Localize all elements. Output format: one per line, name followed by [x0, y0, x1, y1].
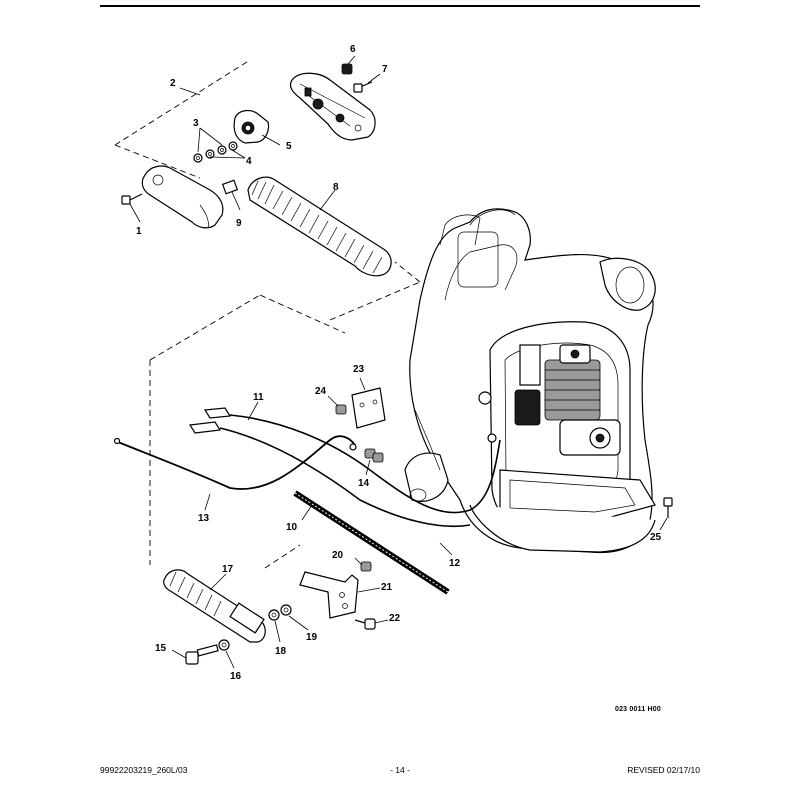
- part-9-pad: [221, 179, 239, 195]
- part-1-screw: [121, 193, 143, 205]
- callout-24: 24: [315, 386, 327, 397]
- part-7-screw: [353, 81, 373, 93]
- callout-13: 13: [198, 513, 210, 524]
- part-18-washer: [268, 609, 280, 621]
- revision-date: REVISED 02/17/10: [627, 765, 700, 775]
- part-21-bracket: [299, 571, 359, 619]
- callout-20: 20: [332, 550, 344, 561]
- callout-1: 1: [136, 226, 142, 237]
- callout-10: 10: [286, 522, 298, 533]
- part-1-throttle-handle: [141, 165, 224, 229]
- callout-labels: 1 2 3 4 5 6 7 8 9 10 11 12 13 14 15 16 1…: [136, 44, 662, 682]
- callout-12: 12: [449, 558, 461, 569]
- blower-housing: [404, 208, 656, 554]
- assembly-outline-lower: [149, 294, 346, 569]
- engine-crankcase: [514, 344, 621, 456]
- callout-2: 2: [170, 78, 176, 89]
- callout-6: 6: [350, 44, 356, 55]
- parts-3-4-washers: [193, 141, 238, 163]
- callout-23: 23: [353, 364, 365, 375]
- part-17-tube-fitting: [163, 569, 266, 643]
- callout-5: 5: [286, 141, 292, 152]
- callout-14: 14: [358, 478, 370, 489]
- callout-8: 8: [333, 182, 339, 193]
- part-2-handle-housing: [289, 72, 376, 141]
- callout-17: 17: [222, 564, 234, 575]
- part-16-washer: [218, 639, 230, 651]
- part-14-nuts: [364, 448, 384, 463]
- part-11-cable-ends: [188, 407, 232, 434]
- part-13-stop-cable: [113, 435, 357, 490]
- callout-15: 15: [155, 643, 167, 654]
- part-6-nut: [341, 63, 353, 75]
- callout-9: 9: [236, 218, 242, 229]
- part-25-screw: [663, 497, 673, 518]
- part-20-nut: [360, 561, 372, 572]
- callout-21: 21: [381, 582, 393, 593]
- document-number: 99922203219_260L/03: [100, 765, 188, 775]
- callout-22: 22: [389, 613, 401, 624]
- page-number: - 14 -: [390, 765, 410, 775]
- drawing-code: 023 0011 H00: [615, 706, 661, 713]
- part-22-screw: [354, 618, 376, 630]
- top-rule: [100, 5, 700, 7]
- part-23-plate: [351, 387, 386, 429]
- engine-cylinder: [544, 344, 601, 421]
- part-10-threaded-rod: [293, 490, 450, 595]
- part-5-control-switch: [233, 109, 270, 144]
- part-24-nut: [335, 404, 347, 415]
- part-19-washer: [280, 604, 292, 616]
- assembly-outline-upper: [114, 59, 421, 321]
- part-8-flex-tube: [247, 176, 392, 277]
- part-12-throttle-cable: [219, 414, 501, 528]
- leader-lines: [129, 55, 668, 669]
- callout-7: 7: [382, 64, 388, 75]
- callout-11: 11: [253, 392, 264, 403]
- callout-19: 19: [306, 632, 318, 643]
- part-15-bolt: [185, 644, 219, 665]
- callout-16: 16: [230, 671, 242, 682]
- callout-3: 3: [193, 118, 199, 129]
- callout-18: 18: [275, 646, 287, 657]
- callout-25: 25: [650, 532, 662, 543]
- callout-4: 4: [246, 156, 252, 167]
